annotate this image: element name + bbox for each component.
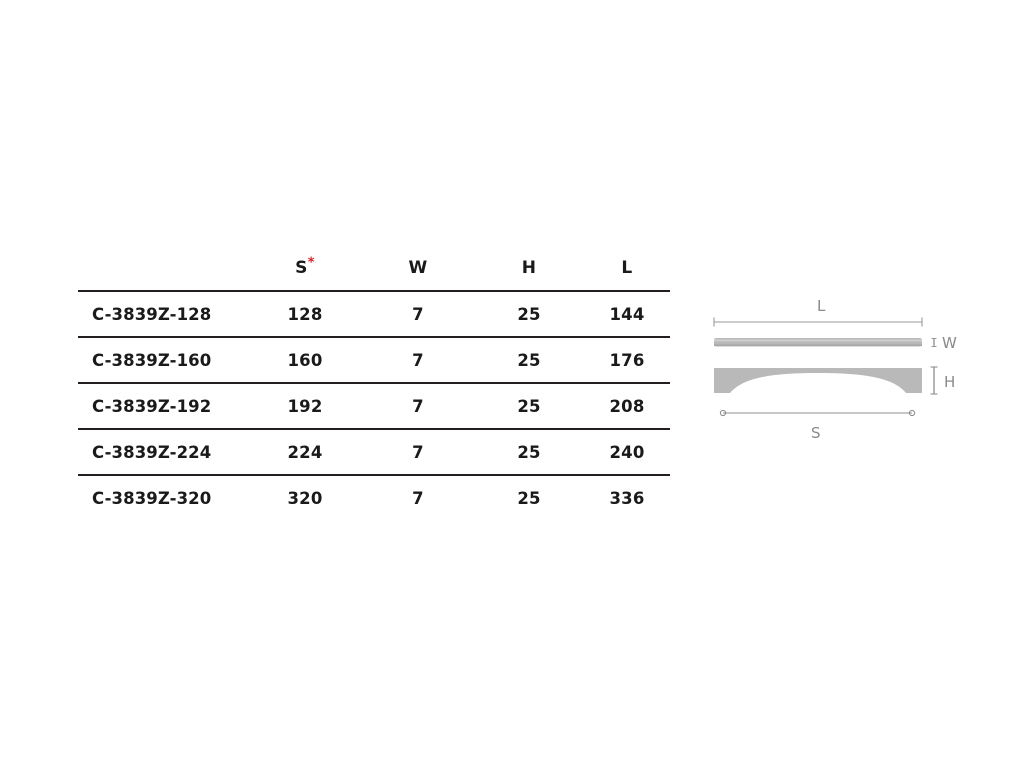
cell-s: 224 — [287, 442, 323, 462]
handle-top-view — [714, 338, 922, 347]
cell-l: 208 — [609, 396, 645, 416]
table-row: C-3839Z-224 224 7 25 240 — [78, 429, 670, 475]
cell-l: 176 — [609, 350, 645, 370]
cell-s: 320 — [287, 488, 323, 508]
dimension-label-length: L — [817, 297, 826, 315]
cell-model: C-3839Z-128 — [92, 304, 212, 324]
cell-model: C-3839Z-192 — [92, 396, 212, 416]
cell-l: 336 — [609, 488, 645, 508]
table-body: C-3839Z-128 128 7 25 144 C-3839Z-160 160… — [78, 291, 670, 515]
table-row: C-3839Z-320 320 7 25 336 — [78, 475, 670, 515]
cell-h: 25 — [517, 350, 541, 370]
cell-s: 192 — [287, 396, 323, 416]
cell-h: 25 — [517, 488, 541, 508]
cell-model: C-3839Z-160 — [92, 350, 212, 370]
dimension-label-height: H — [944, 373, 956, 391]
column-header-s: S* — [248, 255, 362, 291]
cell-w: 7 — [412, 350, 424, 370]
cell-h: 25 — [517, 304, 541, 324]
cell-w: 7 — [412, 442, 424, 462]
column-header-model — [78, 258, 248, 291]
cell-h: 25 — [517, 396, 541, 416]
dimension-label-width: W — [942, 334, 958, 352]
cell-model: C-3839Z-224 — [92, 442, 212, 462]
column-header-w: W — [408, 258, 428, 278]
dimension-line-span — [719, 409, 916, 417]
table-header-row: S* W H L — [78, 255, 670, 291]
table-row: C-3839Z-128 128 7 25 144 — [78, 291, 670, 337]
cell-w: 7 — [412, 488, 424, 508]
cell-s: 160 — [287, 350, 323, 370]
dimension-line-length — [713, 317, 923, 327]
cell-model: C-3839Z-320 — [92, 488, 212, 508]
cell-s: 128 — [287, 304, 323, 324]
column-header-l: L — [621, 258, 633, 278]
specification-table: S* W H L C-3839Z-128 128 7 25 144 C-3839… — [78, 255, 670, 515]
dimension-indicator-width — [931, 338, 937, 347]
cell-l: 144 — [609, 304, 645, 324]
cell-h: 25 — [517, 442, 541, 462]
handle-technical-drawing: L W H — [700, 283, 1000, 463]
table-row: C-3839Z-192 192 7 25 208 — [78, 383, 670, 429]
dimension-label-span: S — [811, 424, 822, 442]
column-header-s-text: S — [295, 258, 308, 278]
specification-table-container: S* W H L C-3839Z-128 128 7 25 144 C-3839… — [78, 255, 670, 515]
cell-l: 240 — [609, 442, 645, 462]
required-asterisk: * — [307, 255, 315, 271]
cell-w: 7 — [412, 396, 424, 416]
table-row: C-3839Z-160 160 7 25 176 — [78, 337, 670, 383]
column-header-h: H — [521, 258, 537, 278]
table-header: S* W H L — [78, 255, 670, 291]
dimension-indicator-height — [930, 366, 938, 395]
cell-w: 7 — [412, 304, 424, 324]
handle-front-view — [714, 368, 922, 393]
